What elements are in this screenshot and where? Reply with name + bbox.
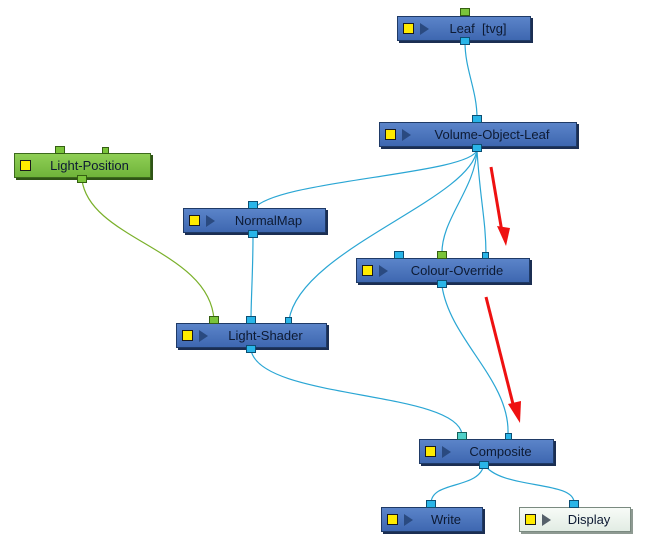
input-port[interactable]: [285, 317, 292, 324]
output-port[interactable]: [437, 280, 447, 288]
wire-volume-object-leaf-to-colour-override-2: [476, 149, 487, 257]
enable-toggle-icon[interactable]: [20, 160, 31, 171]
input-port[interactable]: [426, 500, 436, 508]
wire-volume-object-leaf-to-normalmap: [252, 149, 478, 211]
input-port[interactable]: [248, 201, 258, 209]
node-expand-arrow-icon[interactable]: [542, 514, 551, 526]
annotation-arrows: [484, 166, 521, 423]
output-port[interactable]: [77, 175, 87, 183]
output-port[interactable]: [248, 230, 258, 238]
output-port[interactable]: [460, 37, 470, 45]
enable-toggle-icon[interactable]: [362, 265, 373, 276]
enable-toggle-icon[interactable]: [182, 330, 193, 341]
node-display[interactable]: Display: [519, 507, 631, 532]
input-port[interactable]: [569, 500, 579, 508]
node-expand-arrow-icon[interactable]: [199, 330, 208, 342]
node-label: NormalMap: [234, 213, 303, 228]
node-label: Leaf [tvg]: [449, 21, 507, 36]
node-expand-arrow-icon[interactable]: [420, 23, 429, 35]
input-port[interactable]: [457, 432, 467, 440]
wire-composite-to-write: [430, 463, 485, 504]
node-write[interactable]: Write: [381, 507, 483, 532]
wire-volume-object-leaf-to-light-shader: [288, 149, 478, 321]
node-expand-arrow-icon[interactable]: [402, 129, 411, 141]
input-port[interactable]: [209, 316, 219, 324]
node-expand-arrow-icon[interactable]: [206, 215, 215, 227]
node-expand-arrow-icon[interactable]: [404, 514, 413, 526]
annotation-arrow-1: [489, 166, 504, 233]
node-label: Composite: [469, 444, 532, 459]
node-light-position[interactable]: Light-Position: [14, 153, 151, 178]
input-port[interactable]: [102, 147, 109, 154]
node-label: Light-Position: [50, 158, 129, 173]
input-port[interactable]: [505, 433, 512, 440]
node-label: Volume-Object-Leaf: [434, 127, 550, 142]
node-expand-arrow-icon[interactable]: [442, 446, 451, 458]
node-composite[interactable]: Composite: [419, 439, 554, 464]
wire-leaf-to-volume-object-leaf: [464, 41, 478, 119]
enable-toggle-icon[interactable]: [387, 514, 398, 525]
node-label: Light-Shader: [228, 328, 303, 343]
wire-colour-override-to-composite: [441, 285, 509, 435]
enable-toggle-icon[interactable]: [425, 446, 436, 457]
enable-toggle-icon[interactable]: [189, 215, 200, 226]
node-leaf-tvg[interactable]: Leaf [tvg]: [397, 16, 531, 41]
input-port[interactable]: [246, 316, 256, 324]
enable-toggle-icon[interactable]: [385, 129, 396, 140]
input-port[interactable]: [394, 251, 404, 259]
wire-composite-to-display: [483, 463, 575, 504]
input-port[interactable]: [472, 115, 482, 123]
input-port[interactable]: [482, 252, 489, 259]
node-expand-arrow-icon[interactable]: [379, 265, 388, 277]
wire-normalmap-to-light-shader: [250, 235, 254, 321]
wire-light-position-to-light-shader: [81, 179, 215, 321]
node-light-shader[interactable]: Light-Shader: [176, 323, 327, 348]
input-port[interactable]: [460, 8, 470, 16]
input-port[interactable]: [55, 146, 65, 154]
wire-volume-object-leaf-to-colour-override-1: [441, 149, 478, 257]
wire-light-shader-to-composite: [250, 349, 463, 435]
node-label: Write: [430, 512, 462, 527]
output-port[interactable]: [246, 345, 256, 353]
output-port[interactable]: [479, 461, 489, 469]
node-label: Colour-Override: [410, 263, 504, 278]
node-label: Display: [567, 512, 611, 527]
annotation-arrow-2: [484, 296, 516, 409]
output-port[interactable]: [472, 144, 482, 152]
input-port[interactable]: [437, 251, 447, 259]
node-colour-override[interactable]: Colour-Override: [356, 258, 530, 283]
enable-toggle-icon[interactable]: [525, 514, 536, 525]
annotation-arrow-2-head: [508, 401, 521, 423]
enable-toggle-icon[interactable]: [403, 23, 414, 34]
annotation-arrow-1-head: [497, 226, 510, 246]
